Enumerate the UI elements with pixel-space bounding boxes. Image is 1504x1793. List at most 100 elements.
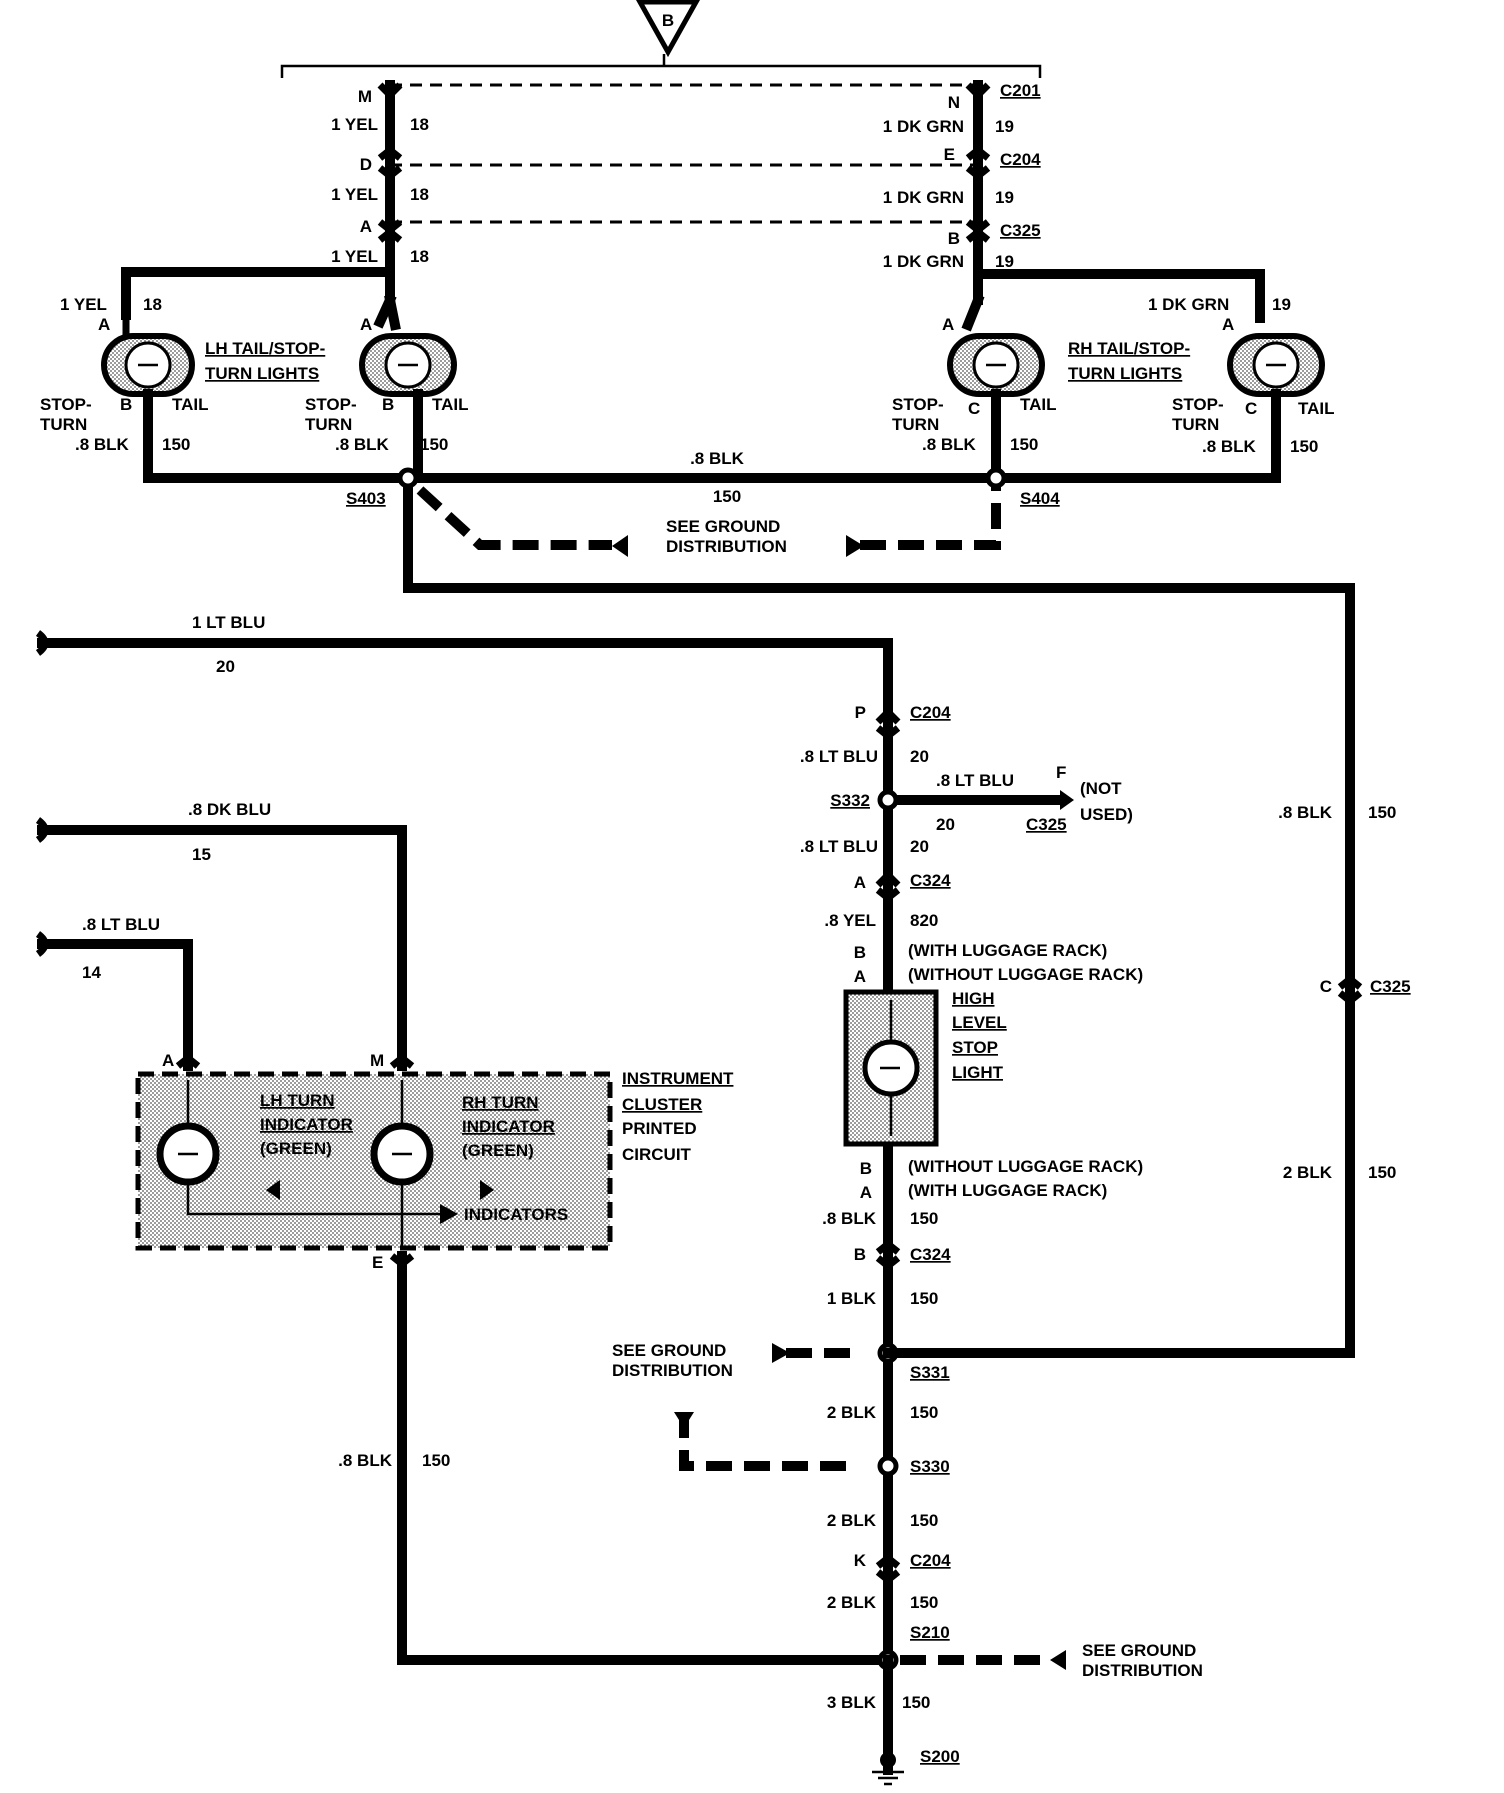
splice-s403: S403 — [346, 489, 386, 508]
mid-blk-2c: 2 BLK — [827, 1593, 877, 1612]
circuit-19-2: 19 — [995, 188, 1014, 207]
top-bracket — [280, 64, 1042, 78]
lh-outer-blk: .8 BLK — [75, 435, 130, 454]
feed-1-wire: 1 LT BLU — [192, 613, 265, 632]
mid-blk-2b: 2 BLK — [827, 1511, 877, 1530]
rh-outer-pin-c: C — [1245, 399, 1257, 418]
lh-inner-turn: TURN — [305, 415, 352, 434]
cluster-title-1: INSTRUMENT — [622, 1069, 734, 1088]
rh-title-1: RH TAIL/STOP- — [1068, 339, 1190, 358]
not-used-2: USED) — [1080, 805, 1133, 824]
lh-outer-lamp — [101, 318, 195, 483]
rh-indicator-3: (GREEN) — [462, 1141, 534, 1160]
rbus-150-1: 150 — [1368, 803, 1396, 822]
bus-150-label: 150 — [713, 487, 741, 506]
conn-c204-mid: C204 — [910, 703, 951, 722]
lh-outer-stop: STOP- — [40, 395, 92, 414]
feed-3-circuit: 14 — [82, 963, 101, 982]
rbus-blk-8: .8 BLK — [1278, 803, 1333, 822]
lh-18-label: 18 — [143, 295, 162, 314]
mid-blk-2a: 2 BLK — [827, 1403, 877, 1422]
with-rack-1: (WITH LUGGAGE RACK) — [908, 941, 1107, 960]
splice-s332: S332 — [830, 791, 870, 810]
lh-inner-pin-b: B — [382, 395, 394, 414]
pin-b-top: B — [948, 229, 960, 248]
mid-blk-8: .8 BLK — [822, 1209, 877, 1228]
conn-c324-b: C324 — [910, 1245, 951, 1264]
rh-inner-tail: TAIL — [1020, 395, 1057, 414]
splice-s200: S200 — [920, 1747, 960, 1766]
ground-note-1b: DISTRIBUTION — [666, 537, 787, 556]
splice-s404: S404 — [1020, 489, 1060, 508]
pin-p: P — [855, 703, 866, 722]
lh-indicator-1: LH TURN — [260, 1091, 335, 1110]
mid-20-1: 20 — [910, 747, 929, 766]
lh-title-2: TURN LIGHTS — [205, 364, 319, 383]
ground-note-3a: SEE GROUND — [1082, 1641, 1196, 1660]
mid-150-2: 150 — [910, 1289, 938, 1308]
mid-150-3: 150 — [910, 1403, 938, 1422]
conn-c324-a: C324 — [910, 871, 951, 890]
wire-yel-2: 1 YEL — [331, 185, 378, 204]
mid-blk-3: 3 BLK — [827, 1693, 877, 1712]
conn-c201: C201 — [1000, 81, 1041, 100]
right-feed-wire — [961, 80, 1265, 332]
without-rack-1: (WITHOUT LUGGAGE RACK) — [908, 965, 1143, 984]
rh-grn-label: 1 DK GRN — [1148, 295, 1229, 314]
pin-b-c324: B — [854, 1245, 866, 1264]
circuit-18-1: 18 — [410, 115, 429, 134]
mid-blk-1: 1 BLK — [827, 1289, 877, 1308]
cluster-pin-m: M — [370, 1051, 384, 1070]
lh-outer-tail: TAIL — [172, 395, 209, 414]
conn-c325-mid: C325 — [1026, 815, 1067, 834]
lh-indicator-2: INDICATOR — [260, 1115, 353, 1134]
lh-yel-label: 1 YEL — [60, 295, 107, 314]
mid-ltblu-2: .8 LT BLU — [800, 837, 878, 856]
cluster-title-2: CLUSTER — [622, 1095, 702, 1114]
cluster-150: 150 — [422, 1451, 450, 1470]
cluster-title-3: PRINTED — [622, 1119, 697, 1138]
hl-label-2: LEVEL — [952, 1013, 1007, 1032]
mid-820: 820 — [910, 911, 938, 930]
not-used-1: (NOT — [1080, 779, 1122, 798]
rh-outer-turn: TURN — [1172, 415, 1219, 434]
conn-c204-bottom: C204 — [910, 1551, 951, 1570]
left-feeds — [35, 630, 893, 1665]
rh-inner-pin-c: C — [968, 399, 980, 418]
lh-title-1: LH TAIL/STOP- — [205, 339, 325, 358]
rh-inner-150: 150 — [1010, 435, 1038, 454]
rh-inner-stop: STOP- — [892, 395, 944, 414]
conn-c204-top: C204 — [1000, 150, 1041, 169]
wire-grn-1: 1 DK GRN — [883, 117, 964, 136]
rh-indicator-2: INDICATOR — [462, 1117, 555, 1136]
feed-2-circuit: 15 — [192, 845, 211, 864]
lh-outer-150: 150 — [162, 435, 190, 454]
wire-yel-3: 1 YEL — [331, 247, 378, 266]
feed-3-wire: .8 LT BLU — [82, 915, 160, 934]
conn-c325-top: C325 — [1000, 221, 1041, 240]
circuit-18-2: 18 — [410, 185, 429, 204]
rh-indicator-1: RH TURN — [462, 1093, 539, 1112]
lh-inner-blk: .8 BLK — [335, 435, 390, 454]
feed-2-wire: .8 DK BLU — [188, 800, 271, 819]
cluster-pin-a: A — [162, 1051, 174, 1070]
circuit-18-3: 18 — [410, 247, 429, 266]
lh-inner-tail: TAIL — [432, 395, 469, 414]
rh-inner-turn: TURN — [892, 415, 939, 434]
pin-k: K — [854, 1551, 867, 1570]
hl-label-4: LIGHT — [952, 1063, 1004, 1082]
pin-a-c324: A — [854, 873, 866, 892]
top-ref-letter: B — [662, 11, 674, 30]
instrument-cluster — [135, 1053, 613, 1269]
circuit-19-3: 19 — [995, 252, 1014, 271]
top-reference: B — [280, 0, 1042, 78]
ground-note-2b: DISTRIBUTION — [612, 1361, 733, 1380]
mid-20-side: 20 — [936, 815, 955, 834]
pin-n: N — [948, 93, 960, 112]
rh-outer-tail: TAIL — [1298, 399, 1335, 418]
ground-note-3b: DISTRIBUTION — [1082, 1661, 1203, 1680]
pin-b-hl-bottom: B — [860, 1159, 872, 1178]
rh-outer-lamp — [1227, 333, 1325, 483]
hl-label-3: STOP — [952, 1038, 998, 1057]
